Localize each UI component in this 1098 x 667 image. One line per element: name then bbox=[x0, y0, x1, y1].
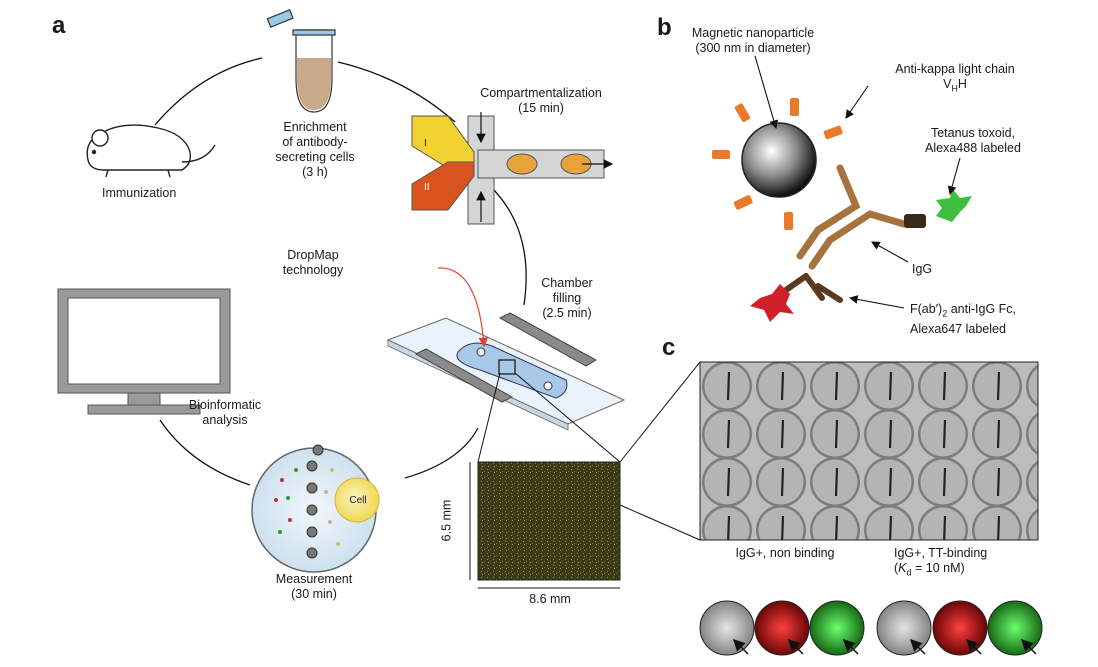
dimension-height: 6.5 mm bbox=[439, 499, 454, 542]
enrichment-label: Enrichment of antibody- secreting cells … bbox=[275, 120, 355, 179]
fluorescence-image bbox=[477, 461, 621, 581]
nanoparticle-label: Magnetic nanoparticle (300 nm in diamete… bbox=[691, 26, 815, 55]
mouse-icon bbox=[86, 124, 216, 178]
panel-label-c: c bbox=[662, 334, 676, 361]
igg-antibody bbox=[796, 164, 908, 270]
dimension-width: 8.6 mm bbox=[529, 592, 571, 606]
anti-kappa-label: Anti-kappa light chain VHH bbox=[895, 62, 1015, 94]
tetanus-toxoid-label: Tetanus toxoid, Alexa488 labeled bbox=[925, 126, 1021, 155]
chamber-filling-label: Chamber filling (2.5 min) bbox=[541, 276, 593, 320]
channel-label-II: II bbox=[424, 182, 430, 193]
tt-binding-label: IgG+, TT-binding (Kd = 10 nM) bbox=[894, 546, 988, 578]
single-droplet-images bbox=[699, 600, 1043, 656]
panel-label-b: b bbox=[657, 14, 672, 41]
compartmentalization-label: Compartmentalization (15 min) bbox=[480, 86, 602, 115]
green-fluorophore bbox=[936, 188, 972, 222]
toxoid-body bbox=[904, 214, 926, 228]
tube-icon bbox=[266, 9, 336, 113]
igg-label: IgG bbox=[912, 262, 933, 276]
droplet-chamber-chip bbox=[386, 267, 626, 431]
vhh-fragments bbox=[712, 98, 843, 230]
panel-label-a: a bbox=[52, 12, 66, 39]
channel-label-I: I bbox=[424, 138, 427, 149]
dropmap-label: DropMap technology bbox=[282, 248, 344, 277]
workflow-cycle bbox=[154, 57, 527, 486]
fab-label: F(ab′)2 anti-IgG Fc, Alexa647 labeled bbox=[910, 302, 1017, 336]
cell-label: Cell bbox=[349, 495, 367, 506]
fab-fragment bbox=[783, 273, 843, 303]
non-binding-label: IgG+, non binding bbox=[735, 546, 835, 560]
measurement-droplet bbox=[251, 444, 380, 573]
computer-icon bbox=[57, 288, 231, 415]
droplet-array-image bbox=[699, 361, 1039, 541]
immunization-label: Immunization bbox=[102, 186, 177, 200]
nanoparticle bbox=[741, 122, 817, 198]
bioinformatic-label: Bioinformatic analysis bbox=[188, 398, 262, 427]
red-fluorophore bbox=[750, 284, 794, 322]
measurement-label: Measurement (30 min) bbox=[275, 572, 353, 601]
